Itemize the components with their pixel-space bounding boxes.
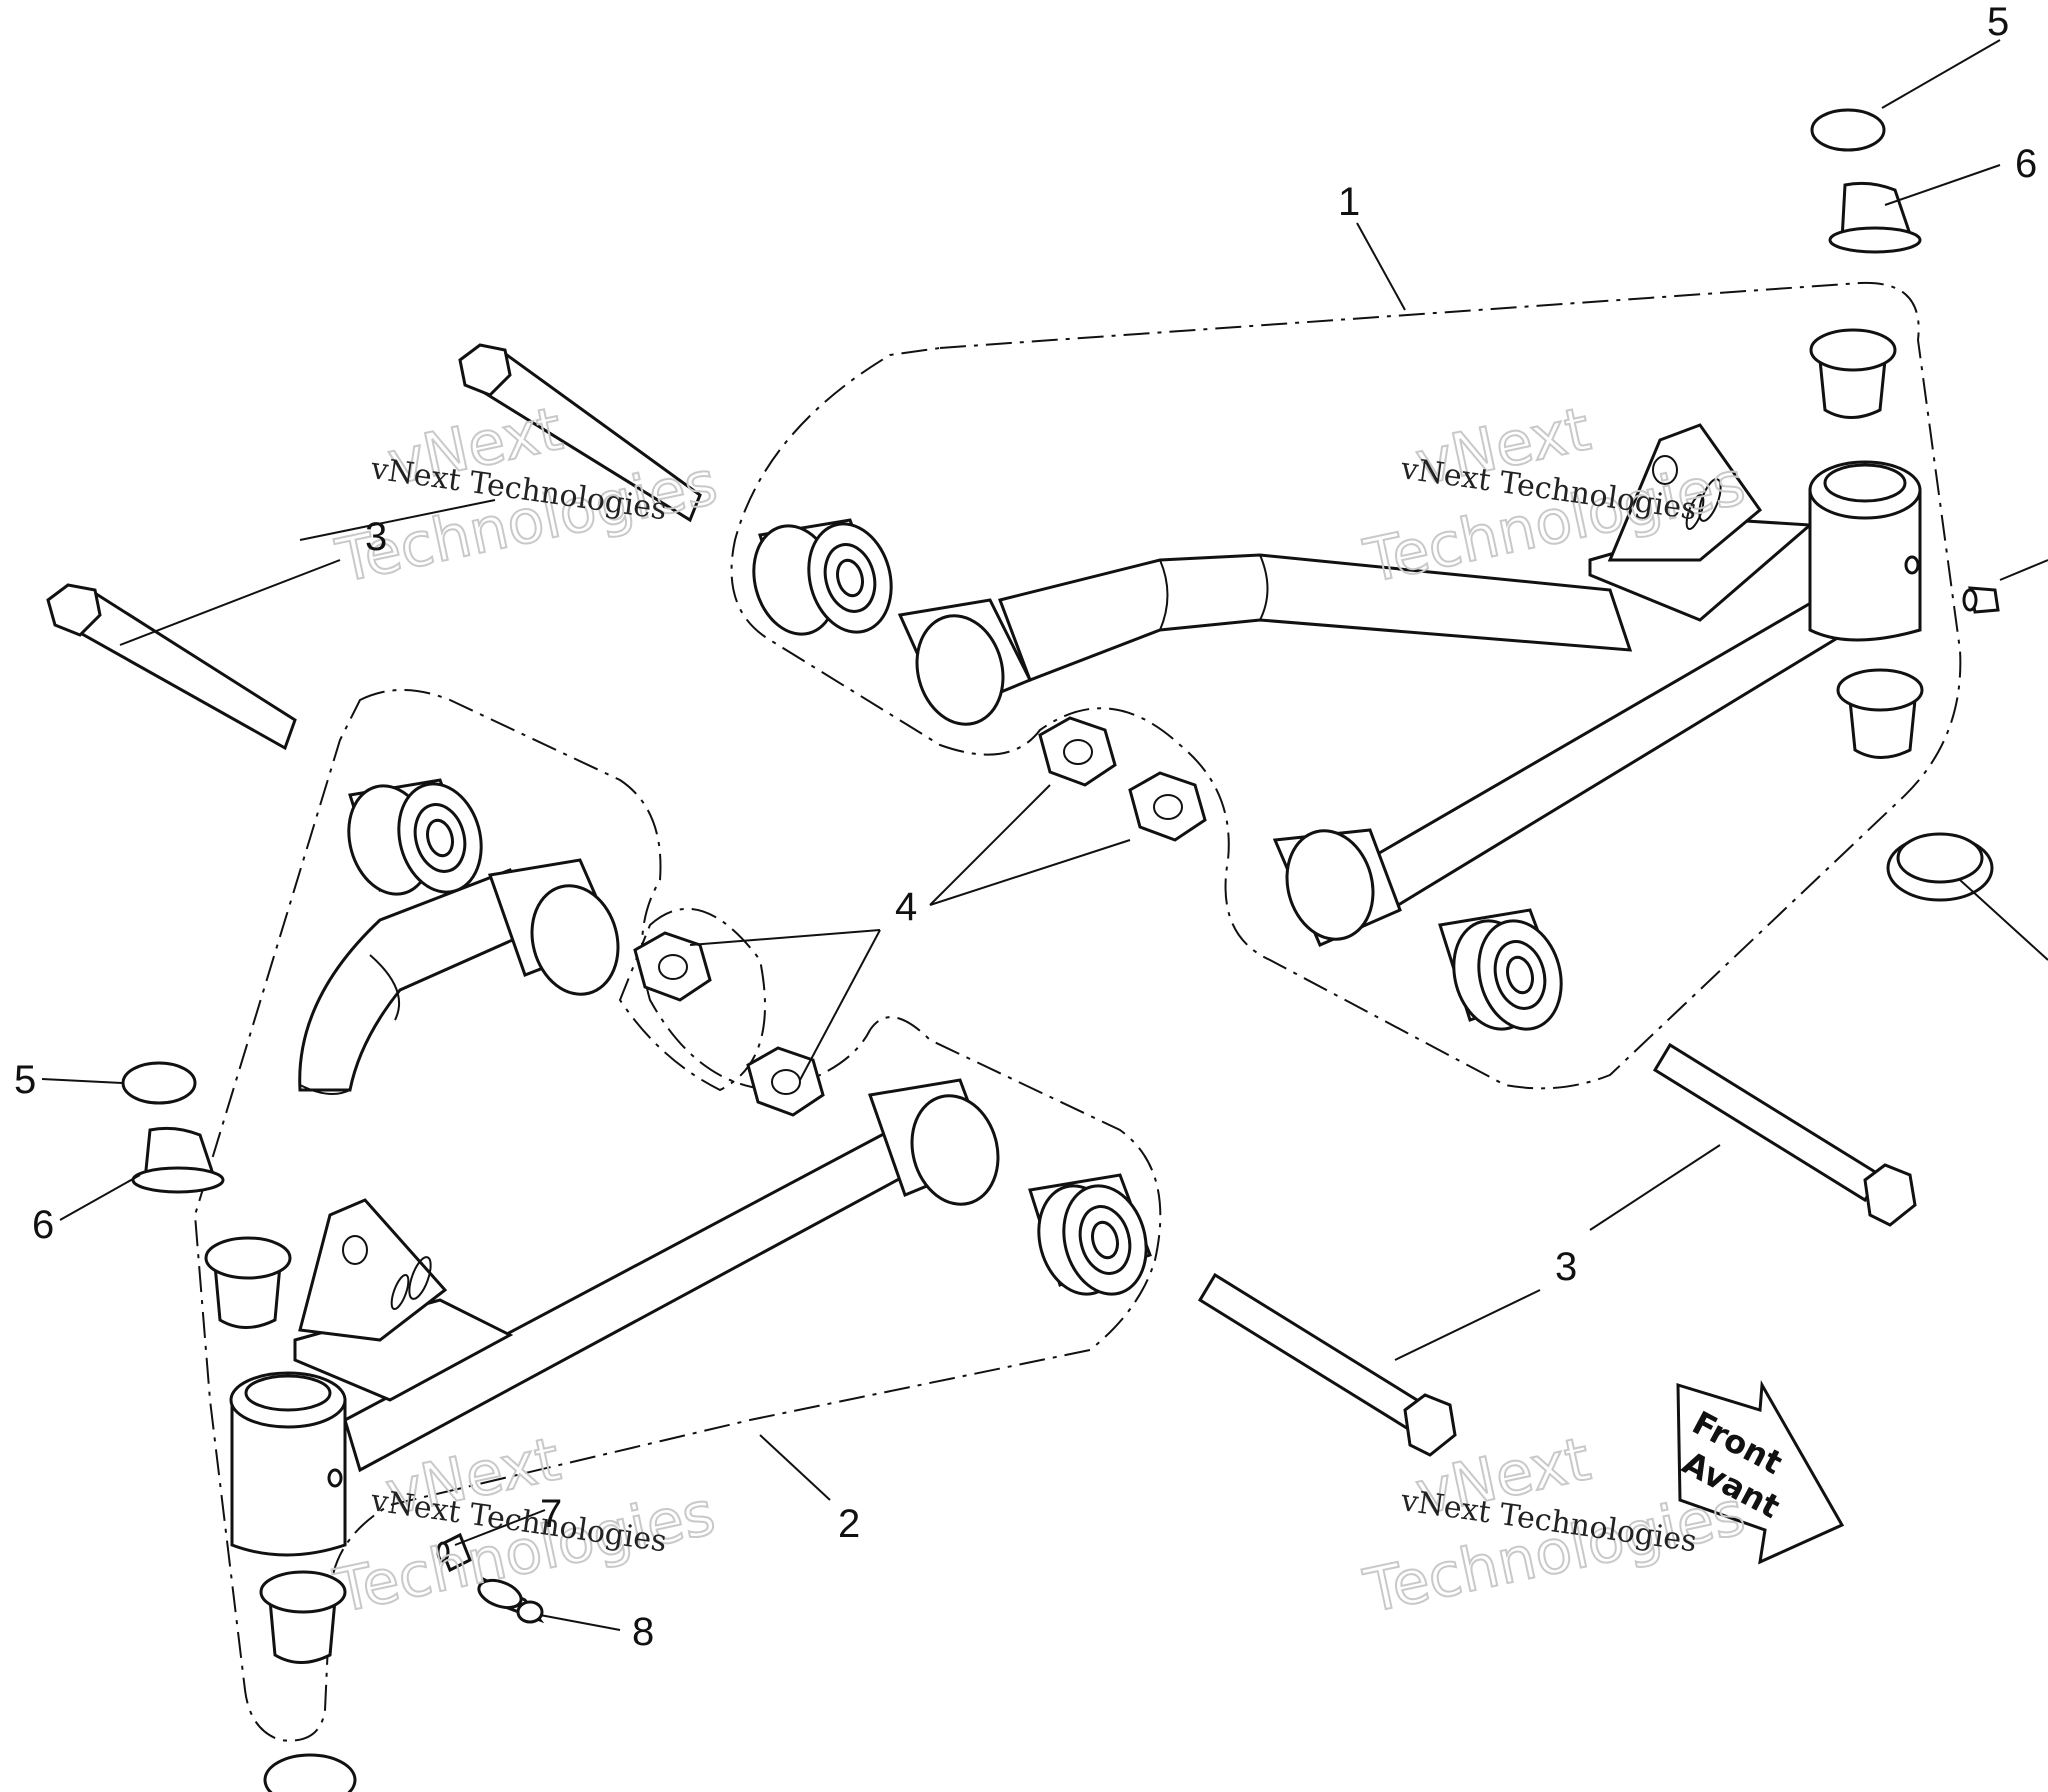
bolt-right: [1652, 1042, 1917, 1227]
callout-6-upper: 6: [2015, 142, 2037, 186]
callout-1: 1: [1338, 180, 1360, 224]
o-ring-lower: [121, 1061, 197, 1105]
callout-6-lower: 6: [32, 1203, 54, 1247]
pin: [477, 1576, 545, 1624]
bolt-upper-left: [458, 343, 702, 523]
bushing-sleeves-lower: [204, 1236, 357, 1792]
group-outline-nuts: [618, 907, 766, 1092]
callout-5-lower: 5: [14, 1058, 36, 1102]
group-outline-upper-arm: [730, 281, 1962, 1090]
nuts: [633, 716, 1207, 1117]
o-ring-upper: [1810, 108, 1886, 152]
callout-5-upper: 5: [1987, 0, 2009, 44]
bushing-sleeves-upper: [1809, 328, 1924, 759]
leader-lines: [41, 39, 2048, 1631]
callout-2: 2: [838, 1502, 860, 1546]
group-outline-lower-arm: [193, 689, 1162, 1742]
dust-cap-lower: [131, 1126, 225, 1194]
upper-a-arm: [752, 423, 1922, 1031]
callout-7: 7: [540, 1492, 562, 1536]
bolt-left: [46, 583, 297, 751]
bolt-lower: [1197, 1272, 1457, 1457]
callout-8: 8: [632, 1610, 654, 1654]
callout-4: 4: [895, 885, 917, 929]
callout-3-left: 3: [365, 515, 387, 559]
grease-fitting: [436, 1532, 472, 1573]
grease-fitting-right: [1962, 586, 2000, 614]
lower-a-arm: [229, 778, 1152, 1557]
callouts: 1 2 3 3 4 5 5 6 6 7 8: [14, 0, 2037, 1654]
dust-cap-upper: [1828, 181, 1922, 254]
ring-seal-right: [1886, 832, 1994, 902]
callout-3-right: 3: [1555, 1245, 1577, 1289]
